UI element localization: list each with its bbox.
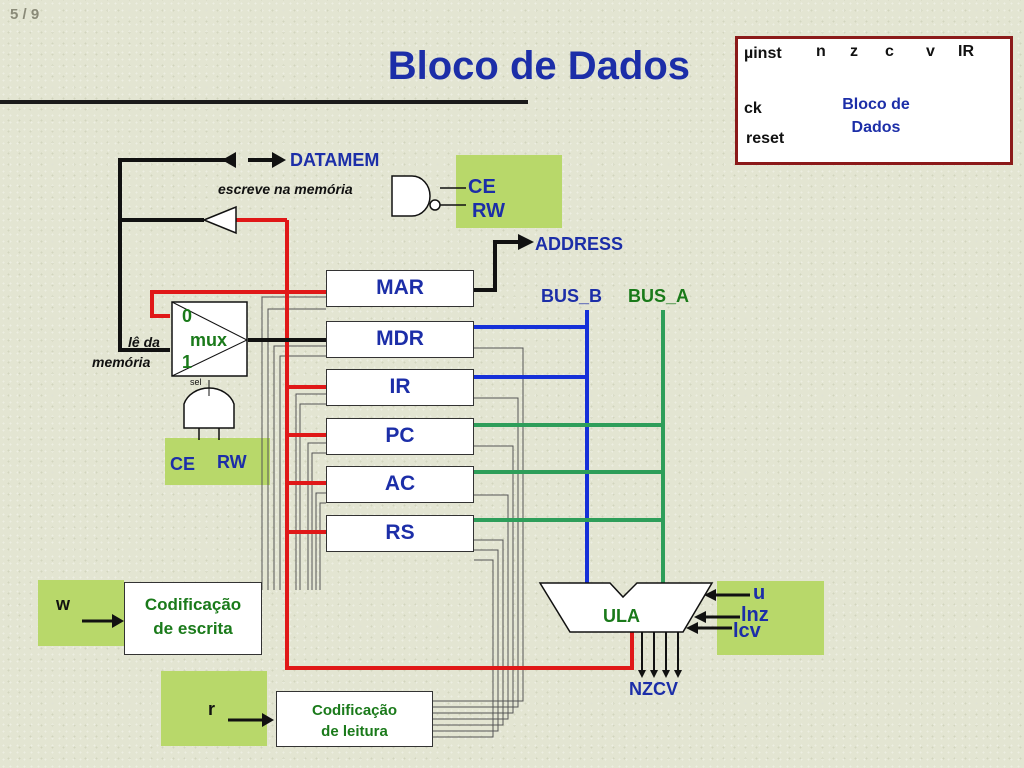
slide-number: 5 / 9	[10, 6, 40, 23]
bus-a-label: BUS_A	[628, 286, 690, 306]
interface-output-v: v	[926, 43, 935, 60]
write-encoder-line2: de escrita	[153, 619, 233, 638]
register-mdr: MDR	[326, 321, 474, 358]
interface-output-c: c	[885, 43, 894, 60]
alu-input-lnz: lnz	[741, 604, 769, 626]
read-control-panel	[165, 438, 270, 485]
interface-input-ck: ck	[744, 100, 762, 117]
mux-label: mux	[190, 330, 228, 350]
read-encoder: Codificação de leitura	[276, 691, 433, 747]
read-encoder-line2: de leitura	[321, 723, 388, 740]
register-mar: MAR	[326, 270, 474, 307]
interface-block-label: Bloco de Dados	[824, 93, 928, 139]
interface-input-reset: reset	[746, 130, 785, 147]
write-memory-label: escreve na memória	[218, 181, 353, 197]
read-encoder-line1: Codificação	[311, 702, 398, 719]
interface-output-n: n	[816, 43, 826, 60]
write-input-panel	[38, 580, 124, 646]
register-ir: IR	[326, 369, 474, 406]
interface-output-ir: IR	[958, 43, 974, 60]
interface-block-label-line2: Dados	[851, 119, 901, 136]
alu-input-u: u	[753, 582, 766, 604]
datapath-block-interface: µinst ck reset n z c v IR Bloco de Dados	[735, 36, 1013, 165]
alu-input-lcv: lcv	[733, 620, 761, 642]
alu-label: ULA	[603, 606, 640, 626]
title-underline	[0, 100, 528, 104]
memory-control-panel	[456, 155, 562, 228]
bus-b-label: BUS_B	[541, 286, 603, 306]
interface-output-z: z	[850, 43, 858, 60]
read-input-label: r	[208, 699, 216, 719]
mux-input-1: 1	[182, 352, 193, 372]
interface-input-uinst: µinst	[744, 45, 782, 62]
read-ce-label: CE	[170, 454, 196, 474]
read-memory-label-1: lê da	[128, 334, 160, 350]
read-input-panel	[161, 671, 267, 746]
write-input-label: w	[56, 594, 71, 614]
datamem-label: DATAMEM	[290, 150, 380, 170]
mux-sel-label: sel	[190, 377, 202, 387]
memory-rw-label: RW	[472, 200, 505, 222]
register-rs: RS	[326, 515, 474, 552]
mux-input-0: 0	[182, 306, 193, 326]
write-encoder: Codificação de escrita	[124, 582, 262, 655]
read-memory-label-2: memória	[92, 354, 151, 370]
interface-block-label-line1: Bloco de	[842, 96, 910, 113]
read-rw-label: RW	[217, 452, 247, 472]
slide-title: Bloco de Dados	[387, 44, 690, 88]
write-encoder-line1: Codificação	[144, 595, 242, 614]
register-pc: PC	[326, 418, 474, 455]
address-label: ADDRESS	[535, 234, 624, 254]
register-ac: AC	[326, 466, 474, 503]
memory-ce-label: CE	[468, 176, 496, 198]
nzcv-label: NZCV	[629, 679, 678, 699]
